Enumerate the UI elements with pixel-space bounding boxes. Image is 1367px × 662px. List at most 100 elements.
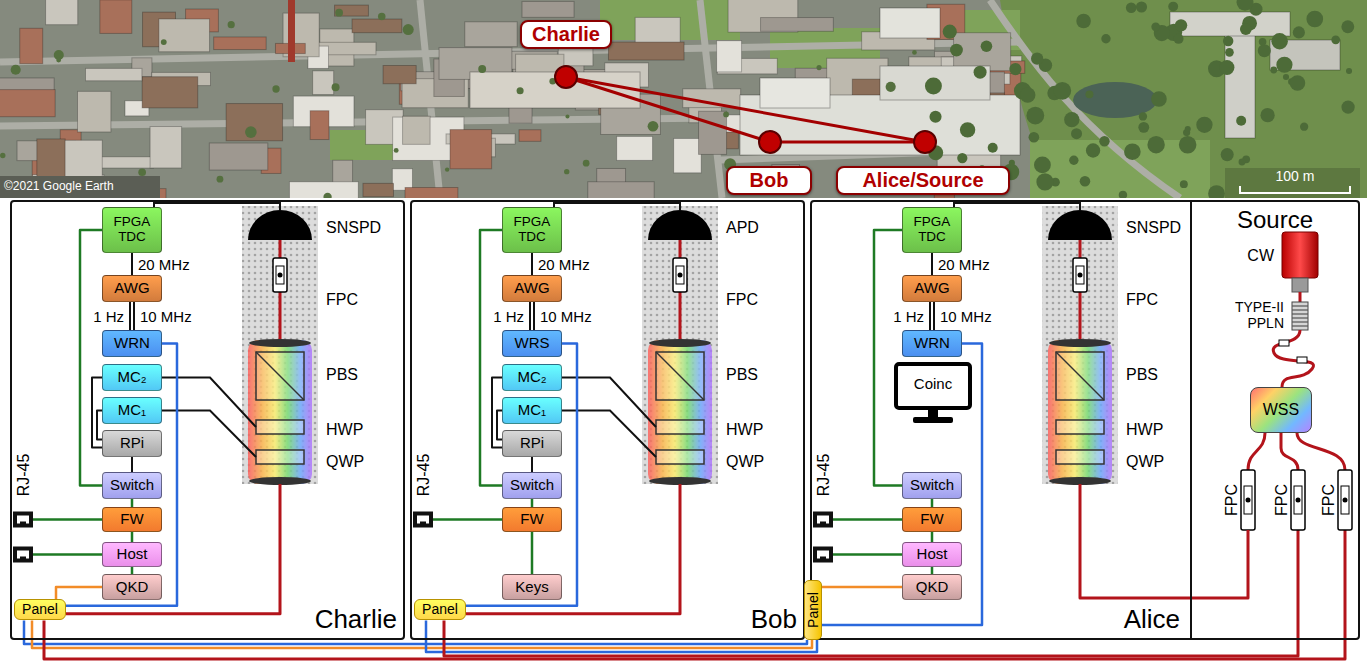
cable-connector [131,499,134,507]
node-label: Charlie [532,23,600,46]
fpga-box: FPGA TDC [102,207,162,253]
part-label: QWP [726,453,764,471]
source-optics [1241,232,1352,640]
cable-connector [129,302,131,330]
part-label: QWP [1126,453,1164,471]
part-label: HWP [1126,421,1163,439]
optics-column [642,206,718,485]
site-label: Bob [726,166,812,195]
signal-label: 10 MHz [139,308,193,325]
part-label: PBS [1126,366,1158,384]
node-label: FPGA TDC [503,215,561,245]
fpc-symbol [273,258,287,292]
cable-connector [80,230,102,486]
node-label: RPi [520,435,544,452]
node-label: Host [917,546,948,563]
cabling [13,203,1248,614]
part-label: HWP [726,421,763,439]
cable-connector [931,532,934,542]
qkd-box: Keys [502,574,562,600]
hwp-symbol [1056,420,1104,434]
white-rabbit-box: WRS [502,330,562,357]
node-label: Coinc [894,375,972,392]
lab-room: CharlieFPGA TDCAWGWRNMC₂MC₁RPiSwitchFWHo… [10,200,405,640]
motor-controller-box: MC₂ [502,364,562,391]
rj45-jack [13,547,33,563]
signal-label: 20 MHz [137,256,191,273]
node-label: Panel [805,592,821,628]
node-label: Switch [910,477,954,494]
switch-box: Switch [102,472,162,499]
node-label: AWG [914,280,949,297]
part-label: SNSPD [326,219,381,237]
part-label: QWP [326,453,364,471]
node-label: WRS [515,335,550,352]
port-label: RJ-45 [815,454,833,497]
rj45-jack [813,512,833,528]
awg-box: AWG [502,275,562,302]
room-title: Charlie [315,604,397,635]
wss-box: WSS [1250,387,1312,433]
qwp-symbol [656,450,704,464]
lab-room: BobFPGA TDCAWGWRSMC₂MC₁RPiSwitchFWKeysPa… [410,200,805,640]
fpc-symbol [1338,470,1352,530]
cable-connector [822,344,982,626]
node-label: FPGA TDC [103,215,161,245]
node-label: Keys [515,579,548,596]
port-label: RJ-45 [15,454,33,497]
host-box: Host [102,542,162,567]
node-label: MC₁ [118,402,146,419]
port-label: RJ-45 [415,454,433,497]
scale-bar [1240,186,1350,193]
optics-column [242,206,318,485]
firewall-box: FW [502,507,562,532]
lab-room: AliceFPGA TDCAWGWRNCoincSwitchFWHostQKDP… [810,200,1360,640]
switch-box: Switch [902,472,962,499]
node-label: Panel [22,602,58,617]
site-links [555,66,936,153]
signal-label: 1 Hz [892,308,925,325]
node-label: RPi [120,435,144,452]
cable-connector [32,620,812,648]
part-label: CW [1247,247,1274,265]
patch-panel: Panel [804,580,822,640]
cable-connector [531,253,533,275]
monitor-box: Coinc [894,362,972,424]
part-label: FPC [1320,484,1338,516]
motor-controller-box: MC₂ [102,364,162,391]
site-label: Charlie [520,20,612,49]
motor-controller-box: MC₁ [502,397,562,424]
node-label: WSS [1263,401,1299,419]
node-label: MC₂ [117,369,146,386]
rj45-jack [13,512,33,528]
signal-label: 1 Hz [92,308,125,325]
raspberry-pi-box: RPi [102,430,162,457]
cable-connector [529,302,531,330]
rj45-jack [813,547,833,563]
fpc-symbol [1241,470,1255,530]
cable-connector [931,253,933,275]
node-label: Switch [110,477,154,494]
node-label: WRN [114,335,150,352]
room-title: Source [1192,206,1358,234]
part-label: HWP [326,421,363,439]
fpc-symbol [1291,470,1305,530]
part-label: SNSPD [1126,219,1181,237]
node-label: Switch [510,477,554,494]
raspberry-pi-box: RPi [502,430,562,457]
detector-symbol [248,210,312,240]
node-label: WRN [914,335,950,352]
pbs-symbol [256,352,304,400]
node-label: Alice/Source [862,169,983,192]
aerial-map [0,0,1367,198]
node-label: FW [120,511,143,528]
part-label: FPC [1126,291,1158,309]
cable-connector [133,302,135,330]
scale-label: 100 m [1276,168,1315,184]
fpc-symbol [1073,258,1087,292]
fpga-box: FPGA TDC [902,207,962,253]
hwp-symbol [656,420,704,434]
source-region: SourceWSS [1190,202,1358,638]
